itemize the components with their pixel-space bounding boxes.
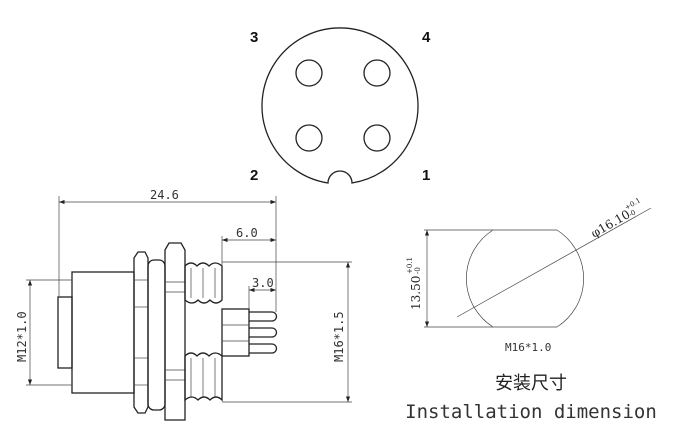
pin-hole-4 bbox=[363, 59, 391, 87]
dim-rear-thread: M16*1.5 bbox=[332, 311, 346, 362]
dim-cutout-height-tol-minus: -0 bbox=[414, 267, 422, 274]
dim-cutout-height: 13.50 bbox=[409, 276, 423, 310]
cutout-outline bbox=[466, 229, 584, 328]
side-view: 24.6 6.0 3.0 M16*1.5 M12*1.0 bbox=[15, 188, 352, 421]
dim-thread-length: 6.0 bbox=[236, 226, 258, 240]
washer bbox=[147, 259, 166, 411]
dim-cutout-diameter: φ16.10 bbox=[589, 207, 633, 241]
front-body bbox=[71, 271, 135, 394]
pin-label-3: 3 bbox=[250, 29, 258, 46]
pin-1 bbox=[249, 311, 278, 322]
pin-label-4: 4 bbox=[422, 29, 431, 46]
pin-label-2: 2 bbox=[250, 167, 258, 184]
connector-face-outline bbox=[261, 27, 419, 184]
thread-bottom bbox=[184, 352, 223, 402]
hex-nut-1 bbox=[133, 251, 149, 414]
pin-face-view: 3 4 2 1 bbox=[250, 27, 431, 184]
panel-cutout-view: 13.50 +0.1 -0 φ16.10 +0.1 -0 M16*1.0 bbox=[406, 196, 652, 354]
dim-front-thread: M12*1.0 bbox=[15, 311, 29, 362]
thread-top bbox=[184, 262, 223, 304]
pin-2 bbox=[249, 327, 278, 338]
pin-hole-2 bbox=[295, 124, 323, 152]
pin-hole-3 bbox=[295, 59, 323, 87]
dim-overall-length: 24.6 bbox=[150, 188, 179, 202]
pin-holder bbox=[221, 308, 250, 357]
pin-3 bbox=[249, 343, 278, 354]
caption-chinese: 安装尺寸 bbox=[495, 373, 567, 394]
dim-cutout-height-tol-plus: +0.1 bbox=[406, 257, 414, 274]
front-nose bbox=[57, 296, 73, 369]
caption-english: Installation dimension bbox=[405, 401, 657, 423]
pin-hole-1 bbox=[363, 124, 391, 152]
pin-label-1: 1 bbox=[422, 167, 430, 184]
hex-nut-2 bbox=[164, 242, 186, 421]
dim-line-cutout-diameter bbox=[456, 207, 652, 318]
dim-cutout-thread: M16*1.0 bbox=[505, 341, 551, 354]
dim-cutout-diameter-tol-minus: -0 bbox=[627, 208, 637, 218]
dim-pin-length: 3.0 bbox=[252, 276, 274, 290]
